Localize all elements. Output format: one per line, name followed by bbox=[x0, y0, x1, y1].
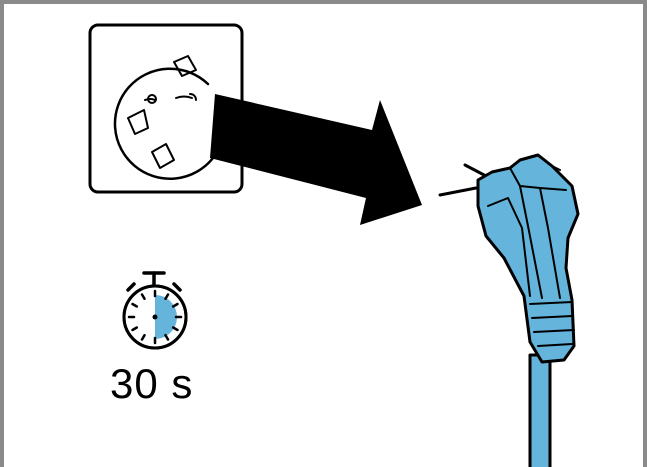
unplug-arrow-icon bbox=[210, 94, 422, 225]
timer-duration-label: 30 s bbox=[110, 360, 220, 408]
power-plug-icon bbox=[440, 155, 578, 467]
stopwatch-icon bbox=[124, 273, 186, 348]
